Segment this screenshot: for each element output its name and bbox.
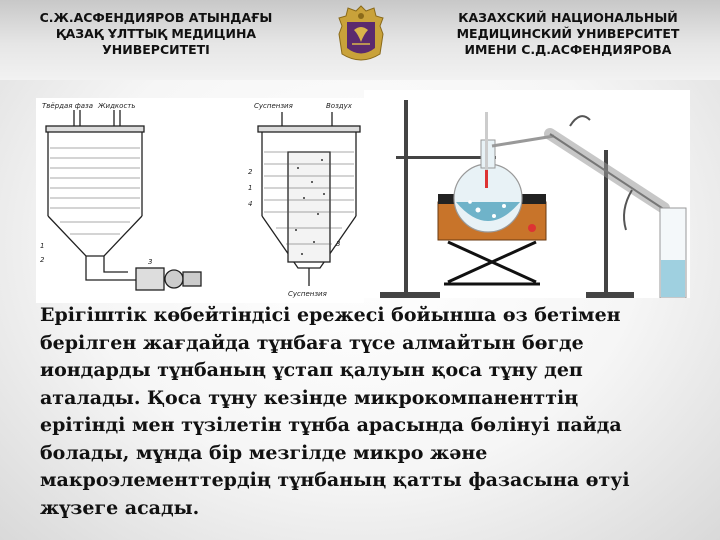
label-suspension: Суспензия (288, 290, 327, 298)
body-line: макроэлементтердің тұнбаның қатты фазасы… (40, 469, 630, 491)
label-number: 1 (248, 184, 252, 192)
vessel-b-liquid (264, 151, 354, 245)
body-line: иондарды тұнбаның ұстап қалуын қоса тұну… (40, 359, 583, 381)
graduated-cylinder (659, 207, 687, 298)
label-air: Воздух (326, 102, 353, 110)
thermometer (485, 112, 488, 188)
label-number: 2 (248, 168, 253, 176)
university-name-russian: КАЗАХСКИЙ НАЦИОНАЛЬНЫЙ МЕДИЦИНСКИЙ УНИВЕ… (420, 10, 716, 58)
header-bar: С.Ж.АСФЕНДИЯРОВ АТЫНДАҒЫ ҚАЗАҚ ҰЛТТЫҚ МЕ… (0, 0, 720, 80)
label-number: 3 (148, 258, 152, 266)
label-number: 4 (248, 200, 252, 208)
header-left-line: ҚАЗАҚ ҰЛТТЫҚ МЕДИЦИНА (55, 26, 257, 41)
body-line: Ерігіштік көбейтіндісі ережесі бойынша ө… (40, 304, 621, 326)
vessel-b-particles (295, 159, 325, 255)
header-right-line: ИМЕНИ С.Д.АСФЕНДИЯРОВА (464, 42, 672, 57)
body-line: аталады. Қоса тұну кезінде микрокомпанен… (40, 386, 579, 409)
header-left-line: УНИВЕРСИТЕТІ (102, 42, 210, 57)
header-right-line: КАЗАХСКИЙ НАЦИОНАЛЬНЫЙ (458, 10, 678, 25)
distillation-apparatus-icon (364, 90, 690, 298)
body-line: ерітінді мен түзілетін тұнба арасында бө… (40, 414, 622, 436)
condenser (491, 115, 671, 241)
body-line: жүзеге асады. (40, 496, 200, 519)
lab-jack (444, 240, 540, 286)
retort-stand (380, 100, 634, 298)
vessel-a (45, 110, 202, 291)
university-name-kazakh: С.Ж.АСФЕНДИЯРОВ АТЫНДАҒЫ ҚАЗАҚ ҰЛТТЫҚ МЕ… (6, 10, 306, 58)
label-solid-phase: Твёрдая фаза (42, 102, 93, 110)
university-crest-icon (338, 5, 384, 61)
body-line: берілген жағдайда тұнбаға түсе алмайтын … (40, 331, 584, 354)
label-number: 3 (336, 240, 340, 248)
label-number: 1 (40, 242, 44, 250)
header-left-line: С.Ж.АСФЕНДИЯРОВ АТЫНДАҒЫ (39, 10, 273, 25)
body-line: болады, мұнда бір мезгілде микро және (40, 441, 488, 464)
label-number: 2 (40, 256, 45, 264)
vessel-a-liquid (50, 147, 140, 235)
vessel-b (257, 112, 361, 286)
label-suspension: Суспензия (254, 102, 293, 110)
precipitation-vessels-diagram: Твёрдая фаза Жидкость 1 2 3 Суспензия Во… (36, 98, 364, 303)
header-right-line: МЕДИЦИНСКИЙ УНИВЕРСИТЕТ (456, 26, 680, 41)
label-liquid: Жидкость (97, 102, 136, 110)
body-paragraph: Ерігіштік көбейтіндісі ережесі бойынша ө… (40, 302, 690, 522)
